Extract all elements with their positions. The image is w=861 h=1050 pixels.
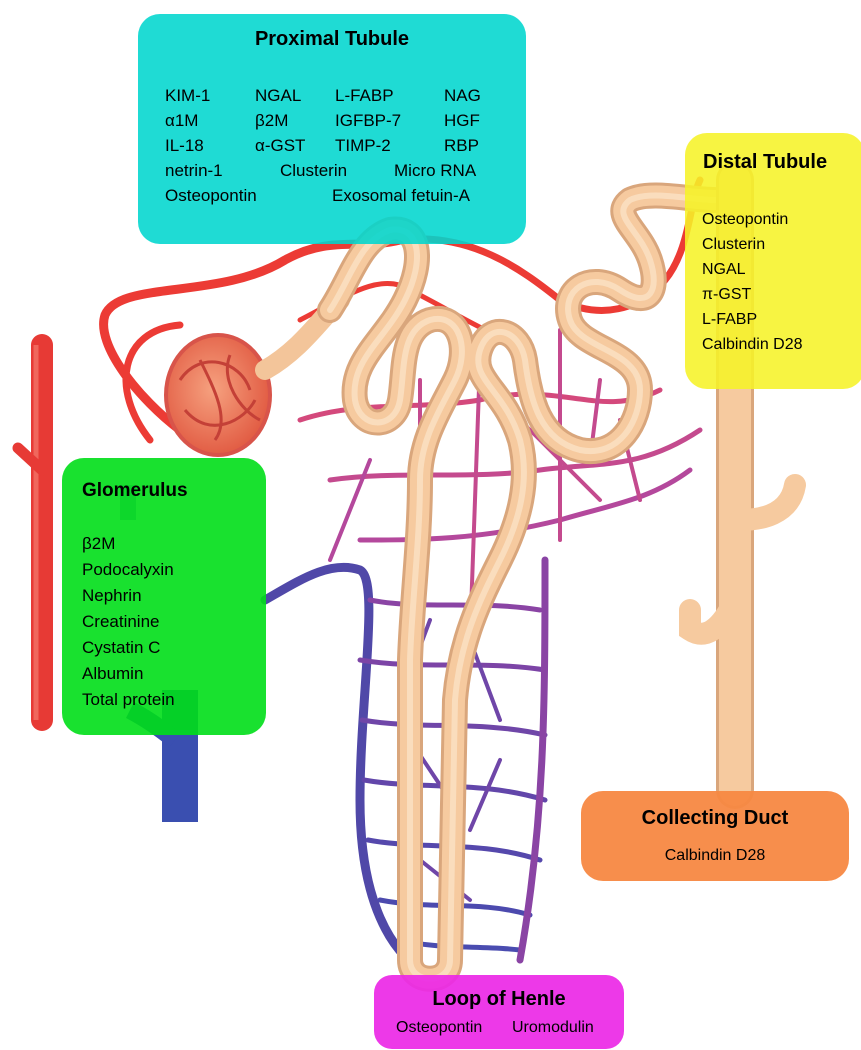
marker-ngal: NGAL [255,86,301,106]
distal-tubule-markers: Osteopontin Clusterin NGAL π-GST L-FABP … [702,207,803,357]
marker-alpha1m: α1M [165,111,198,131]
marker-albumin: Albumin [82,661,175,687]
marker-total-protein: Total protein [82,687,175,713]
marker-rbp: RBP [444,136,479,156]
marker-clusterin: Clusterin [702,232,803,257]
marker-ngal: NGAL [702,257,803,282]
marker-nephrin: Nephrin [82,583,175,609]
distal-tubule-title: Distal Tubule [703,151,827,174]
marker-alpha-gst: α-GST [255,136,305,156]
marker-beta2m: β2M [255,111,288,131]
marker-creatinine: Creatinine [82,609,175,635]
marker-kim-1: KIM-1 [165,86,210,106]
marker-osteopontin: Osteopontin [702,207,803,232]
marker-netrin-1: netrin-1 [165,161,223,181]
marker-exosomal-fetuin-a: Exosomal fetuin-A [332,186,470,206]
renal-artery [18,345,42,720]
marker-calbindin-d28: Calbindin D28 [581,847,849,865]
marker-hgf: HGF [444,111,480,131]
marker-pi-gst: π-GST [702,282,803,307]
marker-timp-2: TIMP-2 [335,136,391,156]
marker-clusterin: Clusterin [280,161,347,181]
glomerulus-markers: β2M Podocalyxin Nephrin Creatinine Cysta… [82,531,175,713]
glomerulus-callout: Glomerulus β2M Podocalyxin Nephrin Creat… [62,458,266,735]
loop-of-henle-title: Loop of Henle [374,988,624,1011]
marker-beta2m: β2M [82,531,175,557]
marker-calbindin-d28: Calbindin D28 [702,332,803,357]
marker-podocalyxin: Podocalyxin [82,557,175,583]
marker-l-fabp: L-FABP [335,86,394,106]
marker-l-fabp: L-FABP [702,307,803,332]
marker-nag: NAG [444,86,481,106]
marker-micro-rna: Micro RNA [394,161,476,181]
marker-cystatin-c: Cystatin C [82,635,175,661]
distal-tubule-callout: Distal Tubule Osteopontin Clusterin NGAL… [685,133,861,389]
glomerulus-capsule [166,300,340,455]
marker-osteopontin: Osteopontin [165,186,257,206]
proximal-tubule-callout: Proximal Tubule KIM-1 NGAL L-FABP NAG α1… [138,14,526,244]
marker-osteopontin: Osteopontin [396,1019,482,1037]
loop-of-henle-callout: Loop of Henle Osteopontin Uromodulin [374,975,624,1049]
marker-igfbp-7: IGFBP-7 [335,111,401,131]
collecting-duct-title: Collecting Duct [581,807,849,830]
marker-il-18: IL-18 [165,136,204,156]
marker-uromodulin: Uromodulin [512,1019,594,1037]
glomerulus-title: Glomerulus [82,480,188,502]
proximal-tubule-title: Proximal Tubule [138,28,526,51]
collecting-duct-callout: Collecting Duct Calbindin D28 [581,791,849,881]
